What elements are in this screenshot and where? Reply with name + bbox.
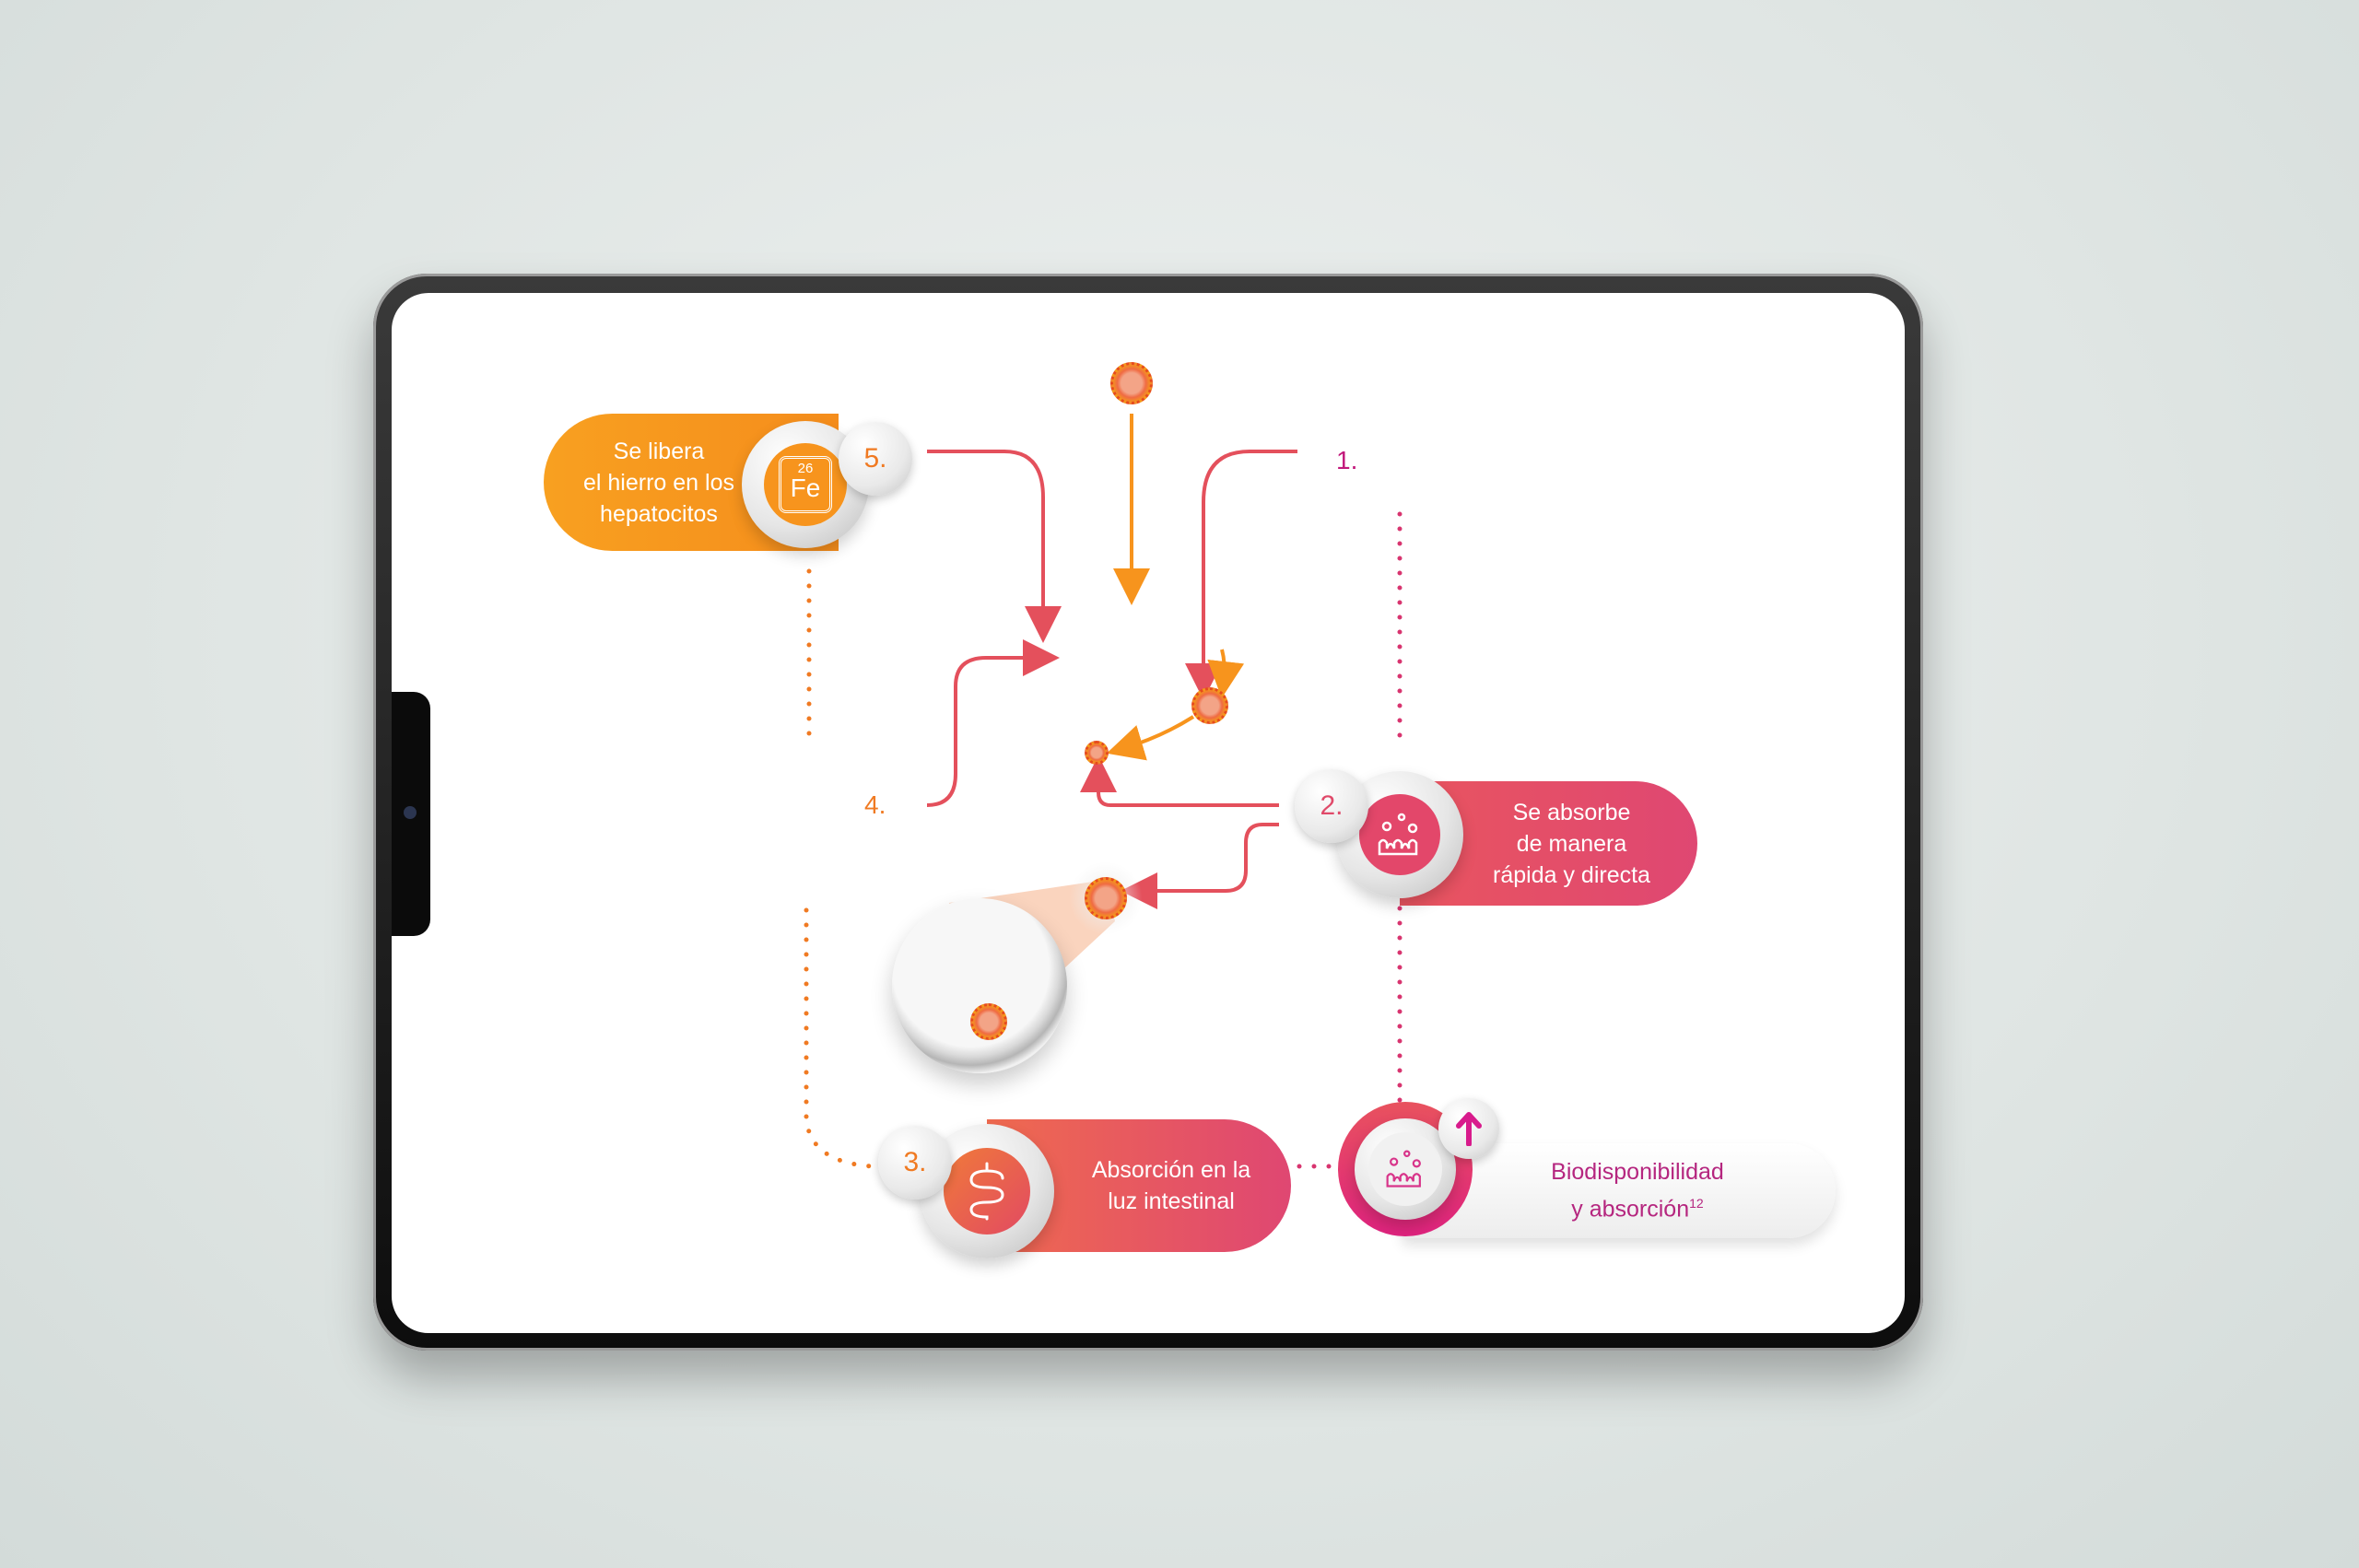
result-text-line: Biodisponibilidad xyxy=(1551,1159,1724,1186)
iron-particle xyxy=(970,1003,1007,1040)
step2-text-line: de manera xyxy=(1516,830,1627,857)
step4-label: 4. xyxy=(864,790,886,819)
arrow-step1 xyxy=(1185,450,1297,700)
iron-particle xyxy=(1191,687,1228,724)
iron-particle xyxy=(1110,362,1153,404)
intestinal-villi-icon xyxy=(1368,1132,1442,1206)
step5-text-line: Se libera xyxy=(613,438,705,464)
step3-text-line: Absorción en la xyxy=(1091,1157,1251,1183)
step2-text-line: rápida y directa xyxy=(1493,861,1650,888)
step1-label: 1. xyxy=(1336,446,1358,474)
camera-icon xyxy=(404,806,417,819)
arrow-step4 xyxy=(926,639,1060,807)
iron-element-icon: 26 Fe xyxy=(764,443,847,526)
step5-text-line: el hierro en los xyxy=(583,469,734,496)
arrow-step2-up xyxy=(1080,755,1279,807)
intestine-icon xyxy=(944,1148,1030,1235)
iron-particle xyxy=(1085,741,1109,765)
step2-number-badge: 2. xyxy=(1295,769,1368,843)
step5-text-line: hepatocitos xyxy=(600,500,718,527)
iron-particle xyxy=(1085,877,1127,919)
arrow-step5 xyxy=(927,450,1062,643)
step5-number-badge: 5. xyxy=(839,422,912,496)
step3-number-badge: 3. xyxy=(878,1126,952,1199)
reference-superscript: 12 xyxy=(1689,1196,1704,1211)
element-number: 26 xyxy=(797,461,814,476)
element-symbol: Fe xyxy=(790,474,821,502)
result-card: Biodisponibilidad y absorción12 xyxy=(1402,1143,1836,1238)
intestinal-villi-icon xyxy=(1359,794,1440,875)
arrow-step2-down xyxy=(1121,823,1279,909)
result-text-line: y absorción xyxy=(1571,1196,1690,1223)
step3-text-line: luz intestinal xyxy=(1108,1188,1235,1214)
arrow-bead-to-bead xyxy=(1106,715,1195,761)
arrow-up-icon xyxy=(1438,1098,1499,1159)
step2-text-line: Se absorbe xyxy=(1512,799,1631,825)
magnified-lumen-ring xyxy=(892,898,1067,1073)
arrow-small-orange xyxy=(1207,649,1245,698)
